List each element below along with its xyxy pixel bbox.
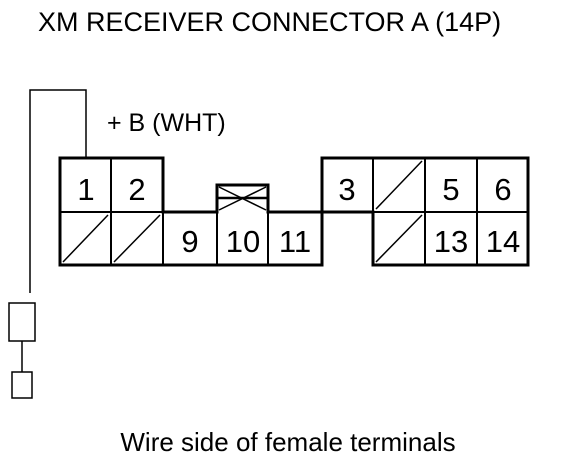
pin-13-label: 13 bbox=[434, 224, 468, 259]
pin-5-label: 5 bbox=[442, 172, 459, 207]
wire-line bbox=[29, 89, 87, 293]
unused-cavity-7 bbox=[62, 214, 109, 263]
pin-9-label: 9 bbox=[181, 224, 198, 259]
pin-3-label: 3 bbox=[338, 172, 355, 207]
pin-2-label: 2 bbox=[128, 172, 145, 207]
harness-plug-icon bbox=[8, 302, 36, 399]
unused-cavity-12 bbox=[375, 214, 423, 263]
unused-cavity-marks bbox=[62, 160, 423, 263]
wire-color-label: + B (WHT) bbox=[107, 109, 226, 137]
pin-14-label: 14 bbox=[486, 224, 520, 259]
unused-cavity-8 bbox=[113, 214, 161, 263]
pin-1-label: 1 bbox=[77, 172, 94, 207]
lock-tab-icon bbox=[217, 186, 268, 211]
pin-11-label: 11 bbox=[279, 224, 311, 259]
diagram-caption: Wire side of female terminals bbox=[120, 427, 455, 457]
connector-housing bbox=[58, 156, 530, 267]
pin-6-label: 6 bbox=[494, 172, 511, 207]
unused-cavity-4 bbox=[375, 160, 423, 210]
diagram-title: XM RECEIVER CONNECTOR A (14P) bbox=[38, 7, 501, 37]
pin-10-label: 10 bbox=[226, 224, 260, 259]
cell-grid bbox=[60, 158, 528, 265]
